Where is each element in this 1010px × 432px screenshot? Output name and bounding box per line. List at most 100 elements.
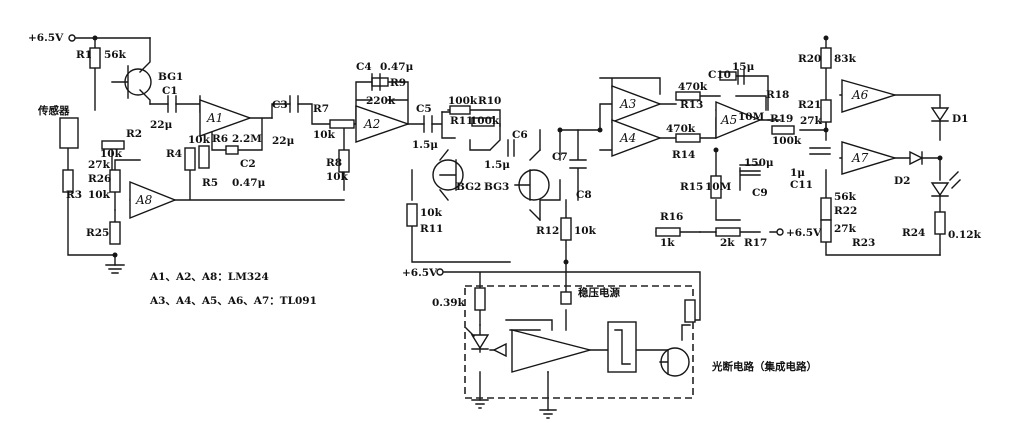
- resistor-r10: [449, 105, 471, 115]
- label-c6: C6: [512, 129, 528, 141]
- label-a5: A5: [720, 113, 737, 127]
- resistor-r22: [820, 197, 832, 221]
- label-r9: R9: [390, 77, 406, 89]
- resistor-r19: [771, 125, 795, 135]
- label-r1: R1: [76, 49, 92, 61]
- resistor-r23: [820, 219, 832, 243]
- ground-symbols: [105, 264, 557, 419]
- schmitt-symbol: [614, 329, 631, 365]
- sensor-label: 传感器: [37, 104, 70, 117]
- label-r15: R15: [680, 181, 703, 193]
- value-r13: 470k: [678, 81, 708, 93]
- label-a1: A1: [206, 111, 223, 125]
- resistor-r11: [406, 203, 418, 227]
- label-r12: R12: [536, 225, 559, 237]
- amp-a5: [715, 100, 762, 140]
- label-a8: A8: [135, 193, 153, 207]
- value-c10: 15μ: [732, 61, 755, 73]
- value-r21: 27k: [800, 115, 823, 127]
- value-r12: 10k: [574, 225, 597, 237]
- label-r18: R18: [766, 89, 789, 101]
- resistor-reg-top: [560, 291, 572, 305]
- label-r25: R25: [86, 227, 109, 239]
- value-r1: 56k: [104, 49, 127, 61]
- label-c4: C4: [356, 61, 372, 73]
- amp-a2: [355, 105, 411, 143]
- resistor-r2: [101, 140, 125, 150]
- label-r16: R16: [660, 211, 683, 223]
- value-c4: 0.47μ: [380, 61, 414, 73]
- amp-a8: [129, 180, 177, 220]
- value-r8: 10k: [326, 171, 349, 183]
- supply-terminal-mid: [436, 268, 444, 276]
- resistor-r26: [109, 169, 121, 193]
- resistors: [59, 47, 946, 323]
- resistor-r21: [820, 99, 832, 123]
- resistor-r6: [225, 145, 239, 155]
- amp-a1: [199, 99, 253, 137]
- value-r26: 27k: [88, 159, 111, 171]
- resistor-r3: [62, 169, 74, 193]
- resistor-r24: [934, 211, 946, 235]
- op-amps: [129, 79, 898, 373]
- value-r4: 10k: [188, 134, 211, 146]
- label-c2: C2: [240, 158, 256, 170]
- value-r16: 1k: [660, 237, 675, 249]
- label-r20: R20: [798, 53, 821, 65]
- resistor-r18: [719, 71, 737, 81]
- label-r22: R22: [834, 205, 857, 217]
- value-r-reg: 0.39k: [432, 297, 466, 309]
- value-r20: 83k: [834, 53, 857, 65]
- value-r19: 100k: [772, 135, 802, 147]
- supply-r17-label: +6.5V: [786, 227, 822, 239]
- amp-a6: [841, 79, 898, 113]
- supply-top-label: +6.5V: [28, 32, 64, 44]
- resistor-r14: [675, 133, 701, 143]
- label-d2: D2: [894, 175, 910, 187]
- resistor-r15: [710, 175, 722, 199]
- diode-reg: [492, 342, 507, 358]
- capacitors: [167, 69, 831, 233]
- label-r2: R2: [126, 128, 142, 140]
- led: [930, 182, 950, 197]
- value-r23: 27k: [834, 223, 857, 235]
- value-c2: 0.47μ: [232, 177, 266, 189]
- regulator-label: 稳压电源: [578, 286, 620, 299]
- value-r2: 10k: [100, 148, 123, 160]
- sensor-element: [59, 117, 79, 149]
- diode-d2: [909, 150, 924, 166]
- label-bg1: BG1: [158, 71, 183, 83]
- label-c10: C10: [708, 69, 731, 81]
- label-r24: R24: [902, 227, 925, 239]
- amp-reg: [511, 329, 593, 373]
- value-r14: 470k: [666, 123, 696, 135]
- note-line2: A3、A4、A5、A6、A7：TL091: [149, 295, 317, 307]
- label-a2: A2: [363, 117, 380, 131]
- resistor-r16: [655, 227, 681, 237]
- resistor-r20: [820, 47, 832, 69]
- value-c6: 1.5μ: [484, 159, 510, 171]
- label-c9: C9: [752, 187, 768, 199]
- label-bg3: BG3: [484, 181, 509, 193]
- label-r11: R11: [420, 223, 443, 235]
- optical-label: 光断电路（集成电路）: [711, 360, 817, 373]
- diode-d1: [930, 107, 950, 122]
- labels: +6.5V +6.5V +6.5V 传感器 稳压电源 光断电路（集成电路） A1…: [28, 32, 982, 373]
- value-c5: 1.5μ: [412, 139, 438, 151]
- label-r11x: R11: [450, 115, 473, 127]
- resistor-out: [684, 299, 696, 323]
- junctions: [92, 35, 943, 265]
- label-r10: R10: [478, 95, 501, 107]
- value-r10: 100k: [448, 95, 478, 107]
- label-r26: R26: [88, 173, 111, 185]
- label-a6: A6: [851, 88, 869, 102]
- label-r14: R14: [672, 149, 695, 161]
- value-r17: 2k: [720, 237, 735, 249]
- label-c1: C1: [162, 85, 178, 97]
- label-r8: R8: [326, 157, 342, 169]
- resistor-r1: [89, 47, 101, 69]
- value-r3: 10k: [88, 189, 111, 201]
- label-r3: R3: [66, 189, 82, 201]
- label-a3: A3: [619, 97, 637, 111]
